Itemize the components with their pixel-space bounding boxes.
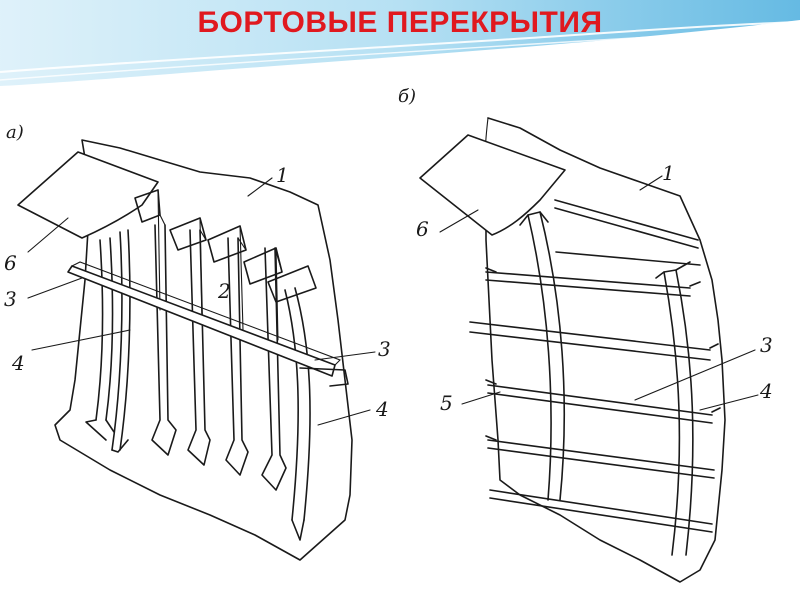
b-leader-3 [634,349,756,401]
b-web-frames [519,211,694,556]
a-deck-plate [17,151,159,239]
b-label-4: 4 [759,379,773,403]
diagram-b: б) 1 6 3 4 5 [398,86,773,583]
b-leader-1 [639,175,663,191]
a-label-1: 1 [276,163,289,187]
b-label-1: 1 [662,161,675,185]
a-leader-3-right [314,351,376,361]
b-longitudinals [469,199,715,533]
a-label-4-left: 4 [11,351,25,375]
b-leader-6 [439,209,479,233]
a-leader-4-left [31,329,131,351]
a-leader-6 [27,217,69,253]
a-label-3-right: 3 [378,337,391,361]
slide-title: БОРТОВЫЕ ПЕРЕКРЫТИЯ [197,6,603,39]
a-label-3-left: 3 [4,287,17,311]
b-panel-label: б) [398,86,416,107]
a-leader-3-left [27,277,83,299]
b-label-3: 3 [760,333,773,357]
a-leader-1 [247,177,273,197]
a-frames [85,224,311,541]
a-label-6: 6 [4,251,17,275]
b-deck-plate [419,134,566,236]
a-label-4-right: 4 [375,397,389,421]
b-leader-5 [461,391,501,405]
ship-side-framing-diagram: а) 1 2 3 3 4 4 6 [4,86,773,583]
a-panel-label: а) [6,122,24,143]
b-shell-plating [485,117,726,583]
a-leader-4-right [317,409,371,426]
b-label-5: 5 [440,391,453,415]
a-label-2: 2 [217,279,231,303]
a-shell-plating [54,139,353,561]
a-top-brackets [134,189,317,341]
b-label-6: 6 [416,217,429,241]
header-wave-decoration [0,0,800,86]
diagram-a: а) 1 2 3 3 4 4 6 [4,122,391,561]
b-leader-4 [699,394,759,411]
